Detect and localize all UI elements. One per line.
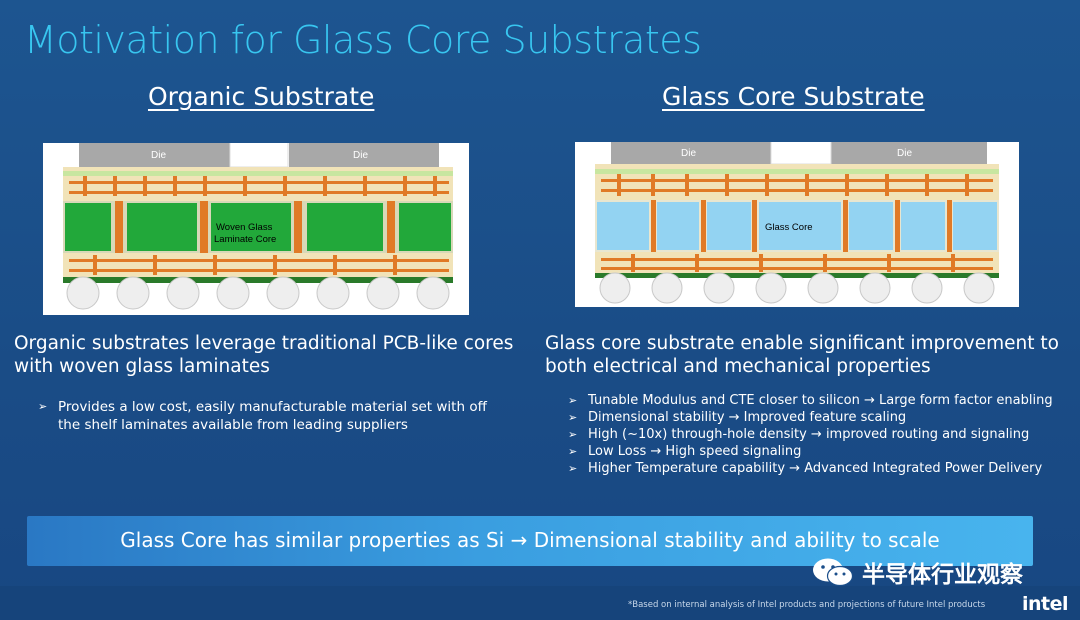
arrow-bullet-icon: ➢ xyxy=(568,394,578,407)
bottom-copper-traces xyxy=(601,254,993,272)
arrow-bullet-icon: ➢ xyxy=(568,411,578,424)
top-copper-traces xyxy=(69,176,449,196)
die-right-label: Die xyxy=(897,148,912,159)
bullet-item: ➢Higher Temperature capability → Advance… xyxy=(568,461,1043,476)
arrow-bullet-icon: ➢ xyxy=(568,445,578,458)
core-label-line2: Laminate Core xyxy=(214,234,276,245)
arrow-bullet-icon: ➢ xyxy=(568,428,578,441)
solder-balls xyxy=(599,272,995,304)
top-copper-traces xyxy=(601,174,993,196)
intel-logo: intel xyxy=(1022,593,1069,615)
bullet-item: ➢Dimensional stability → Improved featur… xyxy=(568,410,907,425)
solder-balls xyxy=(66,276,450,310)
organic-diagram-svg: Die Die xyxy=(63,120,453,310)
through-glass-vias xyxy=(651,200,952,252)
center-die-block xyxy=(770,121,832,165)
organic-heading: Organic Substrate xyxy=(148,82,375,111)
wechat-icon xyxy=(813,558,854,587)
bullet-item: ➢Tunable Modulus and CTE closer to silic… xyxy=(568,393,1053,408)
woven-glass-core xyxy=(65,203,451,251)
glass-core-label: Glass Core xyxy=(765,222,813,233)
bullet-item: ➢Low Loss → High speed signaling xyxy=(568,444,802,459)
organic-substrate-diagram: Die Die xyxy=(43,120,469,315)
watermark-text: 半导体行业观察 xyxy=(862,562,1023,588)
arrow-bullet-icon: ➢ xyxy=(38,400,48,413)
glass-diagram-svg: Die Die xyxy=(595,121,999,304)
die-right-label: Die xyxy=(353,150,368,161)
glass-substrate-diagram: Die Die xyxy=(575,121,1019,307)
core-vias xyxy=(115,201,395,253)
glass-core-blocks xyxy=(597,202,997,250)
footer-bar xyxy=(0,586,1080,620)
watermark: 半导体行业观察 xyxy=(812,556,1023,588)
die-left xyxy=(611,142,771,164)
bullet-item: ➢High (~10x) through-hole density → impr… xyxy=(568,427,1030,442)
glass-heading: Glass Core Substrate xyxy=(662,82,925,111)
die-left-label: Die xyxy=(151,150,166,161)
organic-bullet-list: ➢Provides a low cost, easily manufactura… xyxy=(38,398,508,434)
bottom-copper-traces xyxy=(69,255,449,275)
glass-bullet-list: ➢Tunable Modulus and CTE closer to silic… xyxy=(568,392,1073,477)
center-die-block xyxy=(229,120,289,168)
summary-banner: Glass Core has similar properties as Si … xyxy=(27,516,1033,566)
footnote: *Based on internal analysis of Intel pro… xyxy=(628,600,986,610)
banner-text: Glass Core has similar properties as Si … xyxy=(120,528,940,552)
slide-title: Motivation for Glass Core Substrates xyxy=(24,18,702,62)
bullet-item: ➢Provides a low cost, easily manufactura… xyxy=(38,399,487,433)
die-right xyxy=(831,142,987,164)
arrow-bullet-icon: ➢ xyxy=(568,462,578,475)
glass-description: Glass core substrate enable significant … xyxy=(545,333,1059,377)
die-left-label: Die xyxy=(681,148,696,159)
organic-description: Organic substrates leverage traditional … xyxy=(14,333,514,377)
die-right xyxy=(289,143,439,167)
core-label-line1: Woven Glass xyxy=(216,222,273,233)
